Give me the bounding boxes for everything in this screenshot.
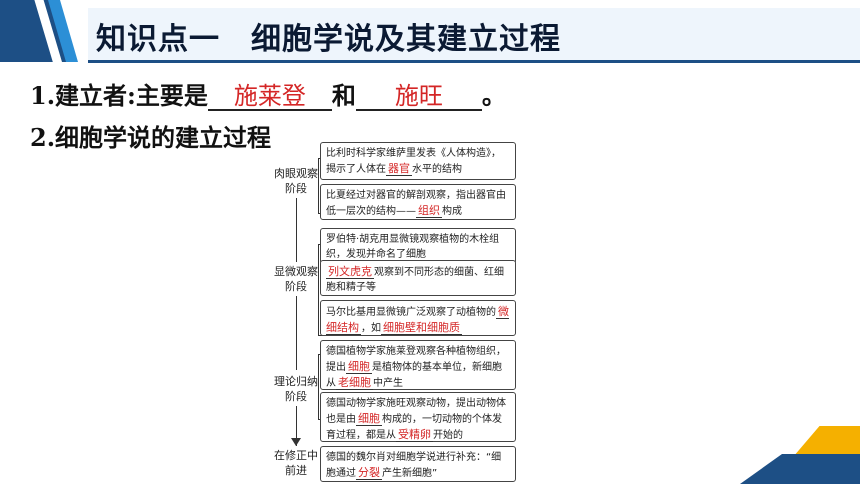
q2-text: .细胞学说的建立过程 [46,123,272,152]
fill-blank: 细胞壁和细胞质 [381,321,462,335]
question-2: 2.细胞学说的建立过程 [30,118,271,153]
q1-answer-2: 施旺 [355,83,482,112]
timeline-segment [296,296,297,370]
title-background [88,8,860,60]
page-title: 知识点一 细胞学说及其建立过程 [96,22,561,57]
timeline-segment [296,406,297,446]
fill-blank: 微细结构 [326,305,509,335]
box-schwann: 德国动物学家施旺观察动物，提出动物体也是由细胞构成的，一切动物的个体发育过程，都… [320,392,516,442]
box-schleiden: 德国植物学家施莱登观察各种植物组织，提出细胞是植物体的基本单位，新细胞从老细胞中… [320,340,516,390]
box-bichat: 比夏经过对器官的解剖观察，指出器官由低一层次的结构——组织构成 [320,184,516,220]
stage-label-revision: 在修正中前进 [274,449,318,477]
fill-blank: 组织 [416,204,442,218]
stage-label-naked-eye: 肉眼观察阶段 [274,167,318,195]
q1-prefix: .建立者:主要是 [46,81,208,110]
question-1: 1.建立者:主要是施莱登和施旺。 [30,76,506,112]
q1-number: 1 [30,81,47,110]
stage-label-theory: 理论归纳阶段 [274,375,318,403]
fill-blank: 老细胞 [336,376,373,390]
fill-blank: 细胞 [346,360,372,374]
corner-decoration-blue [740,454,860,484]
timeline-arrow-icon [291,438,301,446]
box-hooke: 罗伯特·胡克用显微镜观察植物的木栓组织，发现并命名了细胞 [320,228,516,264]
timeline-segment [296,198,297,262]
q1-middle: 和 [331,81,356,110]
q1-suffix: 。 [481,81,506,110]
process-diagram: 肉眼观察阶段 显微观察阶段 理论归纳阶段 在修正中前进 比利时科学家维萨里发表《… [270,140,520,484]
box-malpighi: 马尔比基用显微镜广泛观察了动植物的微细结构，如细胞壁和细胞质 [320,300,516,336]
fill-blank: 分裂 [356,466,382,480]
box-virchow: 德国的魏尔肖对细胞学说进行补充：“细胞通过分裂产生新细胞” [320,446,516,482]
title-underline [88,60,860,63]
box-leeuwenhoek: 列文虎克观察到不同形态的细菌、红细胞和精子等 [320,260,516,296]
fill-blank: 列文虎克 [326,265,374,279]
q1-answer-1: 施莱登 [207,83,332,112]
fill-blank: 器官 [386,162,412,176]
q2-number: 2 [30,123,47,152]
fill-blank: 细胞 [356,412,382,426]
fill-blank: 受精卵 [396,428,433,442]
stage-label-microscope: 显微观察阶段 [274,265,318,293]
box-vesalius: 比利时科学家维萨里发表《人体构造》，揭示了人体在器官水平的结构 [320,142,516,180]
